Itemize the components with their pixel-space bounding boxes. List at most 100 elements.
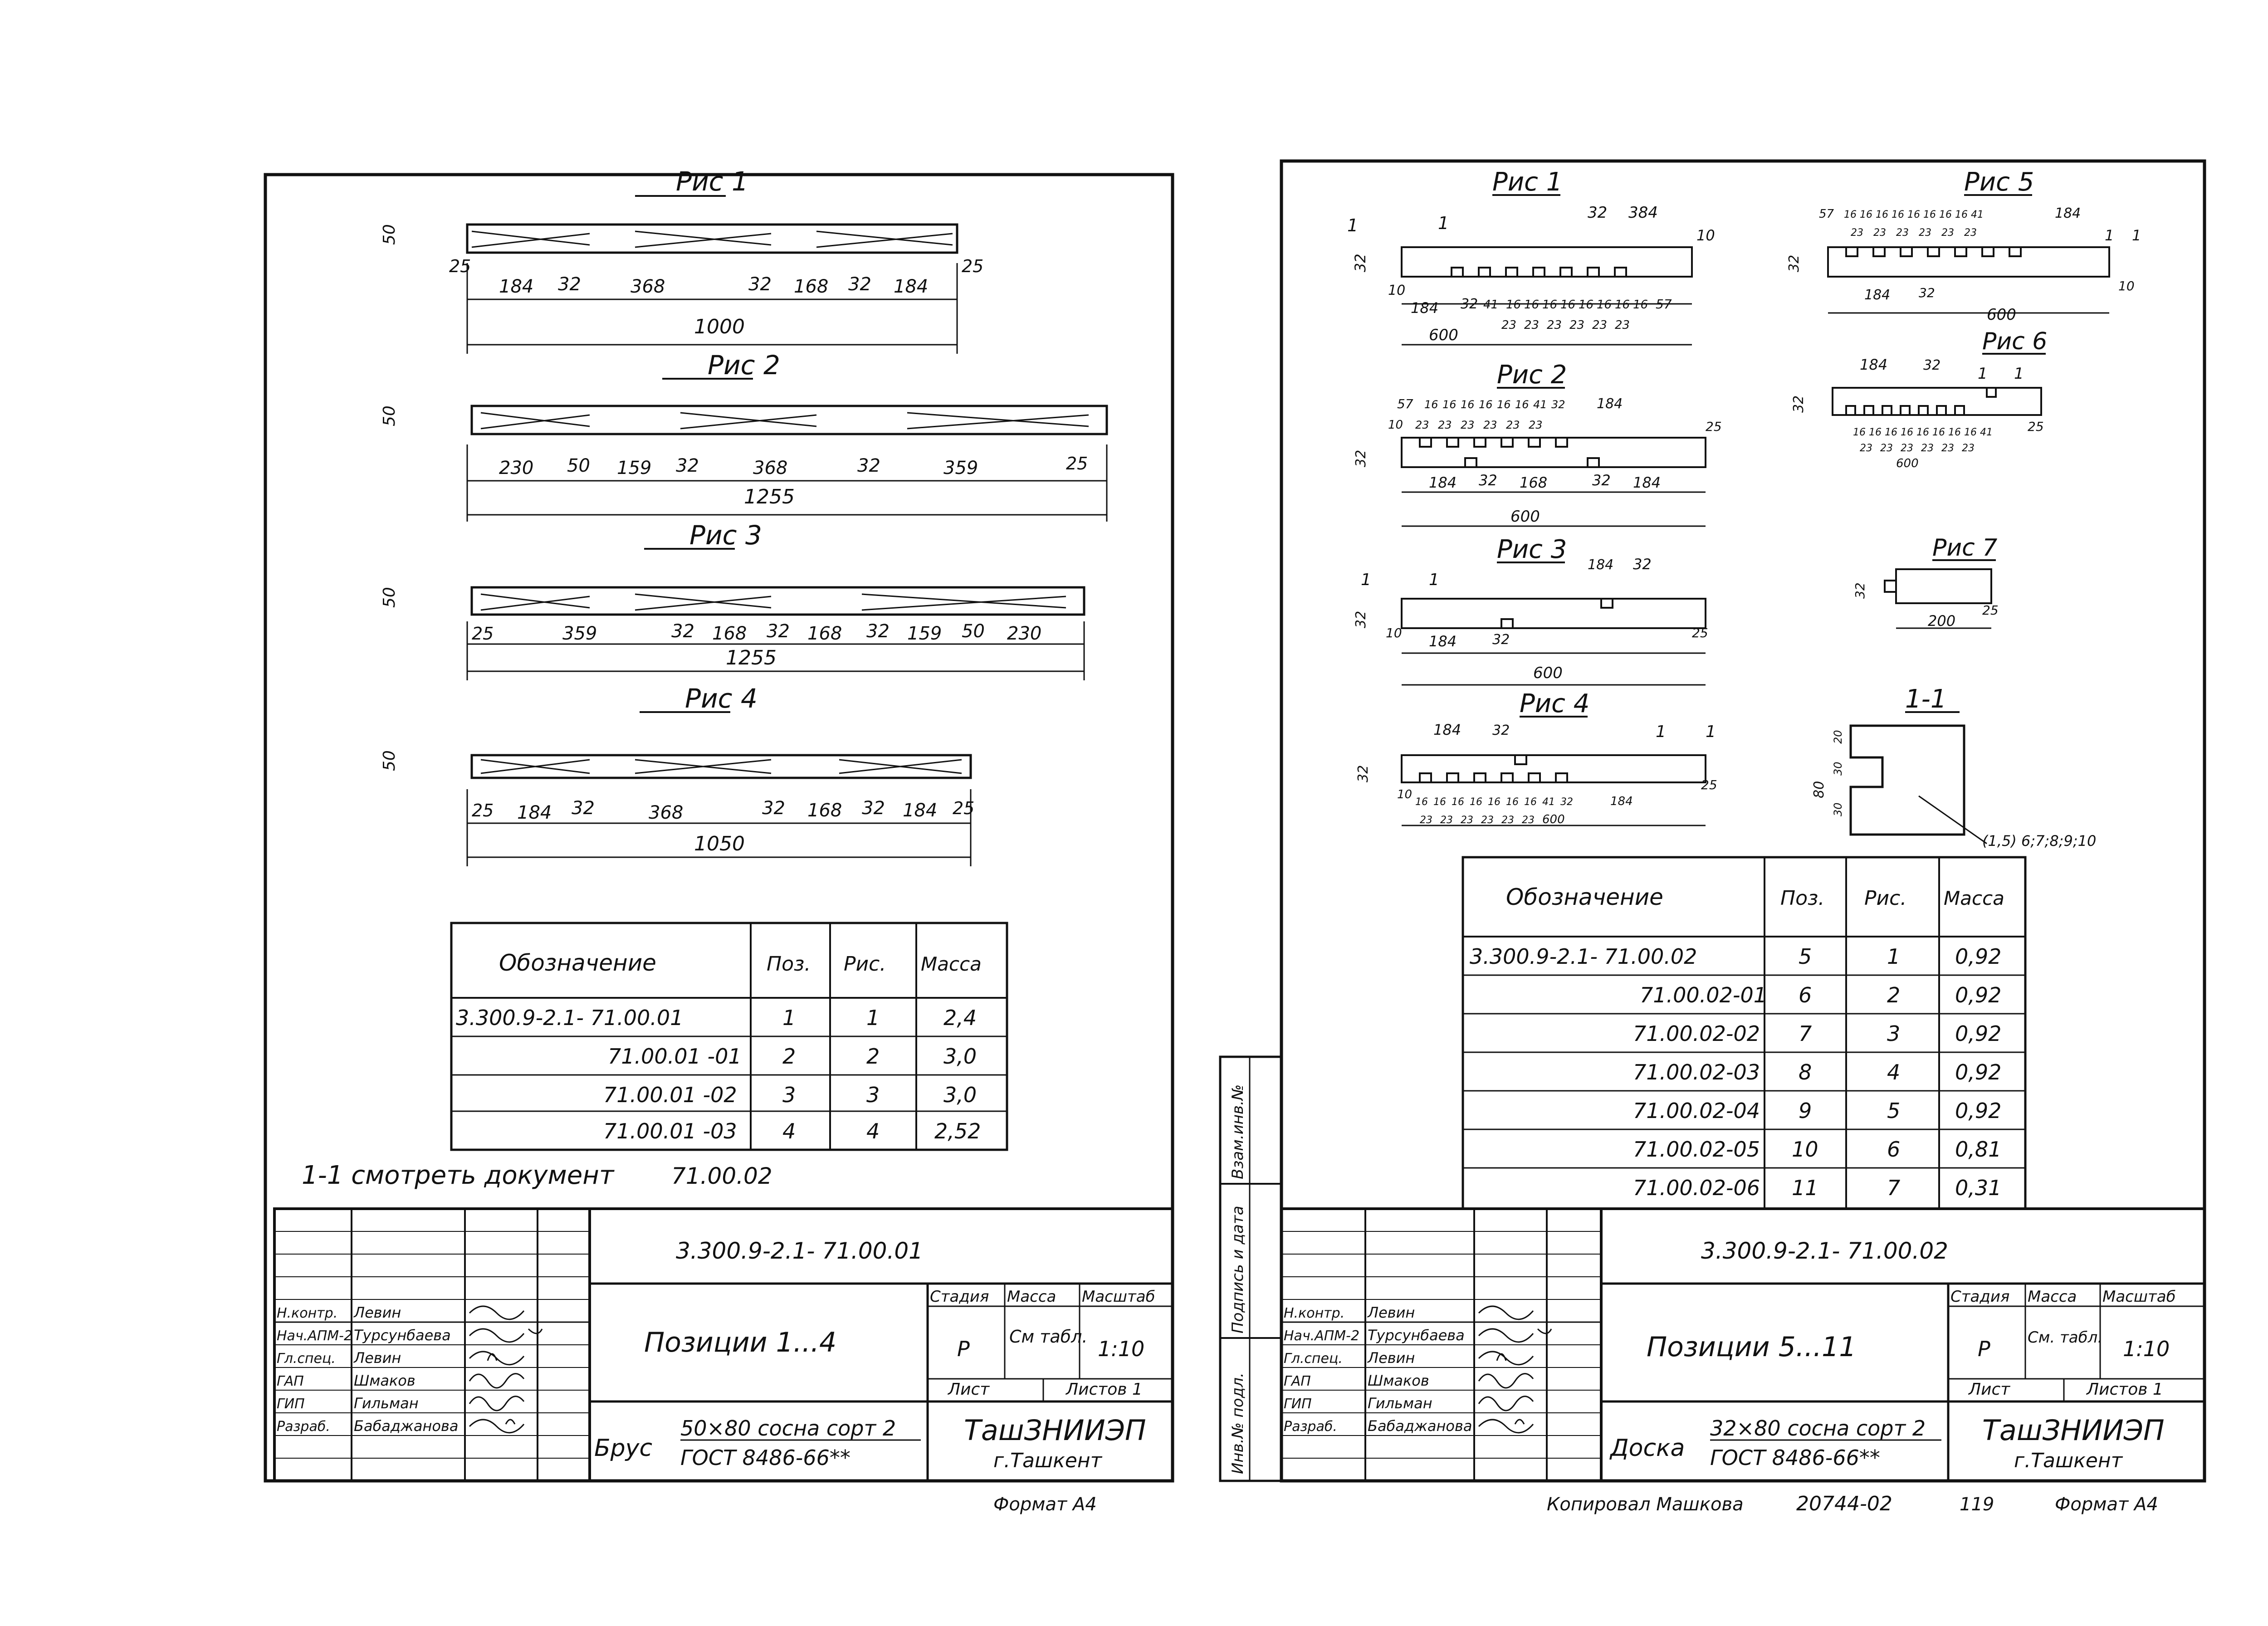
right-fig-4-label-22: 23 [1522, 815, 1535, 826]
right-table-row-0-designation: 3.300.9-2.1- 71.00.02 [1470, 944, 1697, 969]
right-fig-4-label-19: 23 [1461, 815, 1473, 826]
right-footer-number: 20744-02 [1796, 1492, 1892, 1515]
right-fig-4-label-10: 16 [1470, 796, 1482, 808]
right-fig-6-label-6: 16 [1853, 427, 1866, 438]
left-stamp-sheet: Лист [947, 1380, 990, 1399]
right-table-row-1-fig: 2 [1887, 983, 1900, 1007]
right-fig-3-label-8: 25 [1692, 625, 1708, 640]
right-fig-5-title: Рис 5 [1964, 167, 2034, 197]
left-table-header-2: Рис. [844, 952, 886, 976]
right-fig-1-label-15: 16 [1597, 298, 1612, 312]
right-fig-5-label-19: 32 [1786, 255, 1802, 272]
left-stamp-org: ТашЗНИИЭП [964, 1414, 1146, 1447]
right-fig-1-label-23: 23 [1592, 318, 1607, 332]
right-fig-1-label-19: 23 [1501, 318, 1516, 332]
right-fig-6-label-5: 25 [2028, 419, 2044, 434]
right-fig-4-label-5: 25 [1701, 777, 1717, 792]
right-table-row-5-mass: 0,81 [1955, 1137, 2001, 1162]
right-fig-3-label-7: 32 [1492, 632, 1510, 648]
right-stamp-signatures [1478, 1305, 1552, 1434]
right-stamp: 3.300.9-2.1- 71.00.02 Позиции 5...11 Н.к… [1280, 1207, 2206, 1482]
right-fig-2-label-2: 16 [1442, 398, 1457, 411]
left-stamp-role-2: Гл.спец. [277, 1351, 336, 1367]
right-fig-5-label-3: 16 [1876, 209, 1888, 220]
right-fig-6-label-18: 23 [1921, 443, 1934, 454]
left-sheet: Рис 1 50 25 25 184 32 368 32 168 32 184 … [264, 166, 1174, 1515]
left-note-doc: 71.00.02 [671, 1163, 772, 1189]
right-fig-5-label-5: 16 [1907, 209, 1920, 220]
right-fig-5-label-6: 16 [1923, 209, 1936, 220]
left-fig-3-title: Рис 3 [689, 520, 762, 551]
right-fig-6-label-13: 16 [1964, 427, 1977, 438]
right-fig-4-label-6: 10 [1397, 788, 1412, 801]
right-fig-1-label-20: 23 [1524, 318, 1539, 332]
left-stamp-name-1: Турсунбаева [354, 1327, 451, 1344]
right-sheet: Взам.инв.№ Подпись и дата Инв.№ подл. Ри… [1219, 159, 2206, 1515]
right-fig-7-board [1884, 568, 1992, 604]
left-stamp-name-3: Шмаков [354, 1372, 415, 1389]
right-stamp-material-word: Доска [1609, 1435, 1685, 1462]
right-stamp-name-2: Левин [1367, 1349, 1415, 1367]
left-stamp-material-word: Брус [594, 1435, 652, 1462]
right-fig-4-label-1: 32 [1492, 723, 1510, 738]
left-fig-1-seg-5: 32 [848, 274, 871, 295]
right-footer-copied: Копировал Машкова [1547, 1494, 1744, 1515]
left-fig-3-end: 25 [472, 624, 494, 644]
right-fig-5-label-21: 184 [1864, 287, 1890, 303]
right-fig-7: Рис 7 32 200 25 [1853, 534, 1999, 630]
right-table-row-3-designation: 71.00.02-03 [1633, 1060, 1760, 1084]
right-stamp-col-mass: Масса [2028, 1288, 2077, 1306]
right-fig-5-label-17: 23 [1941, 227, 1954, 239]
left-format: Формат А4 [993, 1494, 1097, 1515]
right-fig-5-label-4: 16 [1892, 209, 1904, 220]
left-table-row-2-pos: 3 [782, 1083, 796, 1107]
left-fig-3-seg-8: 230 [1007, 623, 1041, 644]
right-fig-2-label-4: 16 [1479, 398, 1493, 411]
left-table-row-2-mass: 3,0 [943, 1083, 977, 1107]
right-table-row-5-designation: 71.00.02-05 [1633, 1137, 1760, 1162]
left-fig-4-seg-2: 368 [649, 802, 683, 823]
right-fig-1-label-17: 16 [1633, 298, 1648, 312]
right-stamp-name-4: Гильман [1368, 1395, 1432, 1412]
right-stamp-scale: 1:10 [2123, 1337, 2170, 1361]
right-fig-1-label-13: 16 [1560, 298, 1575, 312]
right-fig-1-label-9: 41 [1483, 298, 1498, 312]
right-fig-4-label-7: 16 [1415, 796, 1428, 808]
right-table-header-2: Рис. [1864, 887, 1906, 910]
right-table-row-0-pos: 5 [1799, 944, 1812, 969]
left-fig-2-seg-6: 359 [943, 458, 978, 479]
left-table-row-3-designation: 71.00.01 -03 [603, 1119, 737, 1143]
right-stamp-sheet: Лист [1968, 1380, 2010, 1399]
right-fig-5-label-9: 41 [1971, 209, 1984, 220]
right-fig-1-label-0: 32 [1588, 204, 1607, 222]
right-fig-2-label-21: 168 [1520, 474, 1547, 491]
right-fig-4-board [1401, 754, 1706, 783]
right-fig-1-board [1401, 246, 1693, 278]
right-fig-4-label-8: 16 [1433, 796, 1446, 808]
right-fig-3-title: Рис 3 [1497, 535, 1567, 564]
right-fig-1-label-24: 23 [1615, 318, 1630, 332]
left-table-header-0: Обозначение [499, 950, 656, 976]
right-table-row-1-designation: 71.00.02-01 [1640, 983, 1767, 1007]
right-fig-4-title: Рис 4 [1520, 689, 1589, 718]
right-fig-7-label-0: 32 [1853, 582, 1867, 599]
left-fig-3-seg-4: 168 [807, 623, 842, 644]
left-fig-1-seg-6: 184 [894, 276, 928, 297]
right-fig-2-label-7: 41 [1533, 398, 1547, 411]
left-stamp-name-4: Гильман [354, 1395, 419, 1412]
left-fig-2-board [470, 405, 1108, 435]
right-fig-2-label-3: 16 [1461, 398, 1475, 411]
right-fig-6-board [1832, 387, 2042, 416]
right-fig-5-label-22: 32 [1919, 285, 1935, 300]
right-fig-4-label-13: 16 [1524, 796, 1537, 808]
right-fig-2-label-0: 57 [1397, 396, 1413, 411]
right-section-shape [1849, 724, 1965, 836]
right-stamp-code: 3.300.9-2.1- 71.00.02 [1701, 1238, 1948, 1264]
right-fig-4-label-2: 1 [1656, 723, 1666, 741]
right-fig-2-label-10: 10 [1388, 418, 1403, 432]
left-table-row-1-mass: 3,0 [943, 1044, 977, 1069]
right-fig-2-label-18: 25 [1706, 419, 1722, 434]
right-table-row-1-pos: 6 [1799, 983, 1812, 1007]
left-fig-4-seg-5: 32 [862, 798, 885, 819]
left-fig-4-total: 1050 [694, 832, 745, 855]
